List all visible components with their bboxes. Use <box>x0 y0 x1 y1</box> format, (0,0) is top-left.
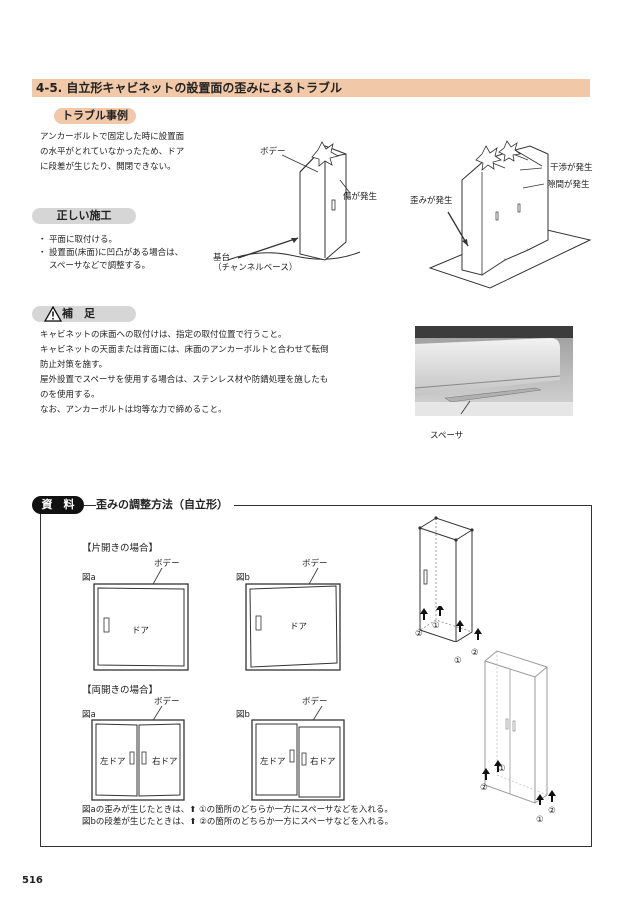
fig-a-label-2: 図a <box>82 710 96 720</box>
reference-title: 歪みの調整方法（自立形） <box>96 497 234 513</box>
fig2-interference-label: 干渉が発生 <box>550 163 593 173</box>
fig2-distortion-label: 歪みが発生 <box>410 196 453 206</box>
door-handle-icon <box>103 617 110 633</box>
arrow-up-icon: ⬆ <box>189 817 197 827</box>
door-handle-icon <box>301 752 307 766</box>
body-label-2: ボデー <box>302 559 328 569</box>
door-handle-icon <box>255 615 262 631</box>
arrow-up-icon: ⬆ <box>189 805 197 815</box>
mark-1: ① <box>536 815 544 825</box>
fig1-base-label: 基台 （チャンネルベース） <box>213 253 298 273</box>
impact-burst-icon <box>498 140 521 162</box>
door-handle-icon <box>517 203 521 213</box>
fig-b-label: 図b <box>236 573 250 583</box>
fig2-gap-label: 隙間が発生 <box>547 180 590 190</box>
page-number: 516 <box>22 875 43 886</box>
cabinet-adjust-single <box>418 516 474 642</box>
left-door-label-1: 左ドア <box>100 757 126 767</box>
door-handle-icon <box>289 749 295 763</box>
correct-heading: 正しい施工 <box>32 208 136 224</box>
right-door-label-2: 右ドア <box>310 757 336 767</box>
door-label-2: ドア <box>290 622 308 632</box>
spacer-photo <box>415 326 573 416</box>
mark-1: ① <box>498 764 506 774</box>
single-door-fig-a <box>93 567 189 671</box>
single-door-fig-b <box>245 567 341 671</box>
cabinet-figure-multiple <box>428 140 592 289</box>
door-handle-icon <box>129 751 135 765</box>
door-handle-icon <box>331 199 336 211</box>
mark-2: ② <box>415 629 423 639</box>
mark-1: ① <box>432 621 440 631</box>
fig1-body-label: ボデー <box>260 147 286 157</box>
arrow-up-icon <box>482 760 556 805</box>
door-handle-icon <box>512 720 516 732</box>
fig1-damage-label: 傷が発生 <box>343 192 378 202</box>
warning-icon <box>44 306 62 322</box>
note-a: 図aの歪みが生じたときは、⬆ ①の箇所のどちらか一方にスペーサなどを入れる。 <box>82 805 393 815</box>
section-title: 4-5. 自立形キャビネットの設置面の歪みによるトラブル <box>32 79 590 97</box>
mark-2: ② <box>548 806 556 816</box>
correct-item: 平面に取付ける。 <box>38 234 230 247</box>
trouble-text: アンカーボルトで固定した時に設置面 の水平がとれていなかったため、ドア に段差が… <box>40 132 185 172</box>
body-label-1: ボデー <box>154 559 180 569</box>
cabinet-figure-single <box>227 141 361 261</box>
door-handle-icon <box>141 751 147 765</box>
double-door-fig-b <box>251 705 345 801</box>
fig-a-label: 図a <box>82 573 96 583</box>
arrow-up-icon <box>420 606 482 640</box>
door-handle-icon <box>495 211 499 221</box>
fig-b-label-2: 図b <box>236 710 250 720</box>
door-handle-icon <box>423 569 428 585</box>
reference-frame <box>40 505 592 847</box>
supplement-text: キャビネットの床面への取付けは、指定の取付位置で行うこと。 キャビネットの天面ま… <box>40 330 329 415</box>
trouble-heading: トラブル事例 <box>54 108 136 124</box>
double-door-fig-a <box>91 705 185 801</box>
left-door-label-2: 左ドア <box>260 757 286 767</box>
mark-1: ① <box>454 656 462 666</box>
impact-burst-icon <box>311 141 340 167</box>
body-label-3: ボデー <box>154 697 180 707</box>
door-handle-icon <box>505 718 509 730</box>
spacer-label: スペーサ <box>430 431 464 441</box>
right-door-label-1: 右ドア <box>152 757 178 767</box>
double-door-heading: 【両開きの場合】 <box>82 685 159 696</box>
mark-2: ② <box>471 648 479 658</box>
base-arrow <box>237 237 299 259</box>
single-door-heading: 【片開きの場合】 <box>82 543 159 554</box>
correct-list: 平面に取付ける。 設置面(床面)に凹凸がある場合は、 スペーサなどで調整する。 <box>38 234 230 273</box>
body-label-4: ボデー <box>302 697 328 707</box>
door-label-1: ドア <box>132 626 150 636</box>
impact-burst-icon <box>475 145 502 171</box>
reference-badge: 資 料 <box>32 496 84 514</box>
mark-2: ② <box>480 783 488 793</box>
note-b: 図bの段差が生じたときは、⬆ ②の箇所のどちらか一方にスペーサなどを入れる。 <box>82 817 394 827</box>
correct-item: 設置面(床面)に凹凸がある場合は、 スペーサなどで調整する。 <box>38 247 230 273</box>
